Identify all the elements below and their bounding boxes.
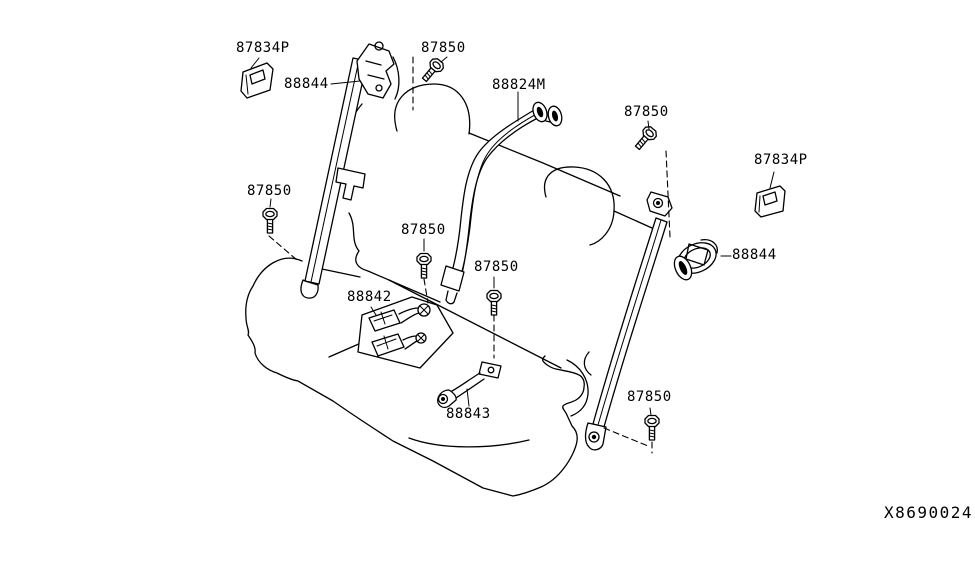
buckle-assembly-art bbox=[357, 296, 454, 369]
part-label-87850-right-upper: 87850 bbox=[624, 104, 669, 120]
left-headrest-bulge bbox=[394, 83, 471, 135]
screw-icon bbox=[644, 414, 660, 441]
screw-icon bbox=[418, 55, 447, 85]
right-headrest-bulge bbox=[543, 166, 615, 246]
part-label-87850-center: 87850 bbox=[401, 222, 446, 238]
clip-left-art bbox=[240, 62, 274, 99]
part-label-88844-right: 88844 bbox=[732, 247, 777, 263]
part-label-87850-top: 87850 bbox=[421, 40, 466, 56]
diagram-code: X8690024 bbox=[884, 503, 974, 522]
screw-locator-dashed-lines bbox=[268, 56, 671, 454]
part-label-87850-bottom-right: 87850 bbox=[627, 389, 672, 405]
cushion-crease bbox=[388, 279, 562, 369]
screw-icon bbox=[262, 207, 278, 234]
left-belt-art bbox=[300, 41, 400, 299]
label-leader-lines bbox=[250, 56, 775, 416]
part-label-87850-center-right: 87850 bbox=[474, 259, 519, 275]
part-label-88842: 88842 bbox=[347, 289, 392, 305]
part-label-87834p-right: 87834P bbox=[754, 152, 808, 168]
part-label-87850-left-mid: 87850 bbox=[247, 183, 292, 199]
part-label-88844-left: 88844 bbox=[284, 76, 329, 92]
lap-belt-art bbox=[437, 361, 502, 409]
left-belt-foot bbox=[300, 279, 319, 299]
left-retractor bbox=[356, 43, 395, 99]
right-belt-art bbox=[584, 191, 718, 451]
belt-guide-hook bbox=[335, 167, 366, 201]
center-belt-art bbox=[440, 101, 563, 305]
screw-icon bbox=[416, 252, 432, 279]
center-belt-fold bbox=[440, 265, 465, 292]
clip-right-art bbox=[754, 185, 786, 218]
screw-icon bbox=[486, 289, 502, 316]
screw-icon bbox=[631, 123, 660, 153]
part-label-88824m: 88824M bbox=[492, 77, 546, 93]
part-label-88843: 88843 bbox=[446, 406, 491, 422]
part-label-87834p-top-left: 87834P bbox=[236, 40, 290, 56]
